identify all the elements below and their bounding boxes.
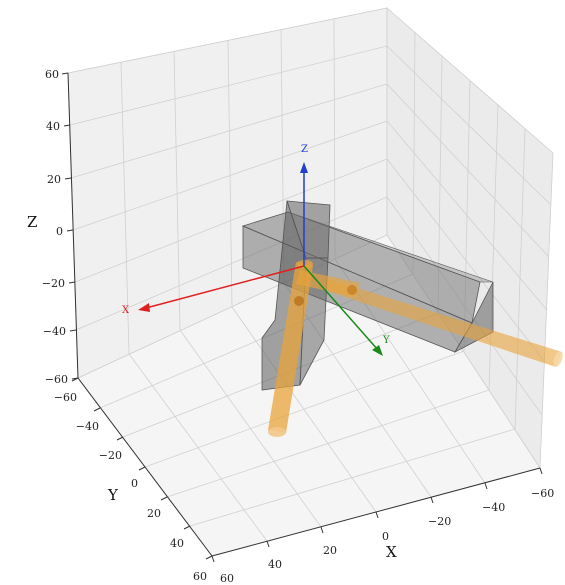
x-tick-label: −60 <box>531 487 554 500</box>
z-axis-label: Z <box>27 213 37 231</box>
z-tick-label: 20 <box>47 173 61 186</box>
x-tick-label: −20 <box>428 515 451 528</box>
cylinder-joint <box>296 270 360 297</box>
triad-x-label: X <box>122 305 130 316</box>
z-tick-label: 60 <box>45 68 59 81</box>
y-tick-marks <box>71 377 213 560</box>
z-tick-labels: 60 40 20 0 −20 −40 −60 <box>42 68 68 386</box>
x-tick-label: −40 <box>482 501 505 514</box>
triad-z-label: Z <box>301 144 308 155</box>
z-tick-label: 40 <box>46 120 60 133</box>
coordinate-triad: Z X Y <box>122 144 390 356</box>
x-tick-label: 40 <box>268 558 282 571</box>
cylinder-vertical <box>268 260 313 437</box>
y-tick-label: 0 <box>131 477 138 490</box>
y-tick-label: −60 <box>54 391 77 404</box>
x-tick-label: 60 <box>220 572 234 585</box>
y-tick-labels: −60 −40 −20 0 20 40 60 <box>54 391 207 583</box>
cylinder-horizontal <box>322 277 563 367</box>
y-tick-label: 40 <box>170 537 184 550</box>
z-tick-label: −60 <box>45 373 68 386</box>
x-tick-labels: 60 40 20 0 −20 −40 −60 <box>220 487 554 585</box>
x-axis-label: X <box>386 543 397 561</box>
z-tick-label: −20 <box>42 277 65 290</box>
y-axis-label: Y <box>107 486 119 504</box>
z-tick-label: 0 <box>56 225 63 238</box>
grid-lines <box>67 7 552 542</box>
y-tick-label: 20 <box>147 507 161 520</box>
z-tick-label: −40 <box>43 325 66 338</box>
y-tick-label: −40 <box>76 420 99 433</box>
x-tick-marks <box>211 467 543 563</box>
y-tick-label: 60 <box>193 570 207 583</box>
y-tick-label: −20 <box>99 449 122 462</box>
triad-y-label: Y <box>382 335 390 346</box>
x-tick-label: 20 <box>323 544 337 557</box>
x-tick-label: 0 <box>382 530 389 543</box>
